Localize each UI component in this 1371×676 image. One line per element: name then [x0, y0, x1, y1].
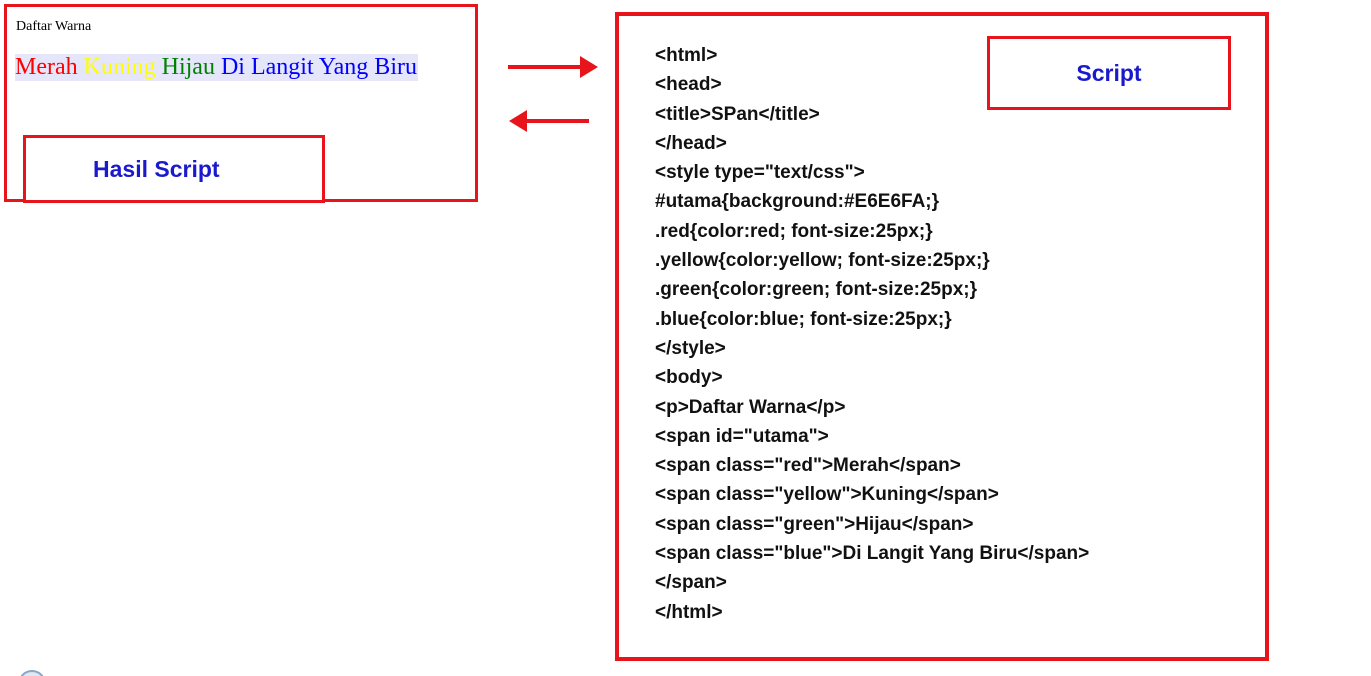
- code-panel: <html> <head> <title>SPan</title> </head…: [615, 12, 1269, 661]
- code-line: .blue{color:blue; font-size:25px;}: [655, 308, 952, 330]
- code-line: <html>: [655, 45, 718, 66]
- code-line: </html>: [655, 601, 723, 623]
- code-line: </style>: [655, 337, 726, 359]
- code-line: <style type="text/css">: [655, 162, 865, 184]
- code-line: .yellow{color:yellow; font-size:25px;}: [655, 250, 990, 272]
- yellow-span: Kuning: [83, 54, 156, 80]
- red-span: Merah: [15, 54, 78, 80]
- code-line: <body>: [655, 367, 723, 389]
- corner-circle-icon: [18, 670, 46, 676]
- code-line: <span class="blue">Di Langit Yang Biru</…: [655, 543, 1090, 565]
- green-span: Hijau: [161, 54, 215, 80]
- code-line: <span id="utama">: [655, 425, 829, 447]
- arrow-left-icon: [509, 110, 589, 132]
- arrow-right-icon: [508, 56, 598, 78]
- code-line: .red{color:red; font-size:25px;}: [655, 220, 933, 242]
- code-line: <span class="yellow">Kuning</span>: [655, 484, 999, 506]
- code-line: </head>: [655, 132, 727, 154]
- code-line: </span>: [655, 572, 727, 594]
- utama-span: Merah Kuning Hijau Di Langit Yang Biru: [15, 54, 418, 81]
- blue-span: Di Langit Yang Biru: [220, 54, 417, 80]
- code-line: #utama{background:#E6E6FA;}: [655, 191, 940, 213]
- code-line: .green{color:green; font-size:25px;}: [655, 279, 977, 301]
- code-line: <head>: [655, 74, 722, 96]
- result-paragraph: Daftar Warna: [16, 19, 92, 34]
- hasil-script-label: Hasil Script: [23, 135, 325, 203]
- code-listing: <html> <head> <title>SPan</title> </head…: [655, 41, 1089, 627]
- code-line: <span class="green">Hijau</span>: [655, 513, 974, 535]
- result-panel: Daftar Warna Merah Kuning Hijau Di Langi…: [4, 4, 478, 203]
- code-line: <title>SPan</title>: [655, 103, 820, 125]
- script-label: Script: [987, 36, 1231, 110]
- code-line: <p>Daftar Warna</p>: [655, 396, 846, 418]
- code-line: <span class="red">Merah</span>: [655, 455, 961, 477]
